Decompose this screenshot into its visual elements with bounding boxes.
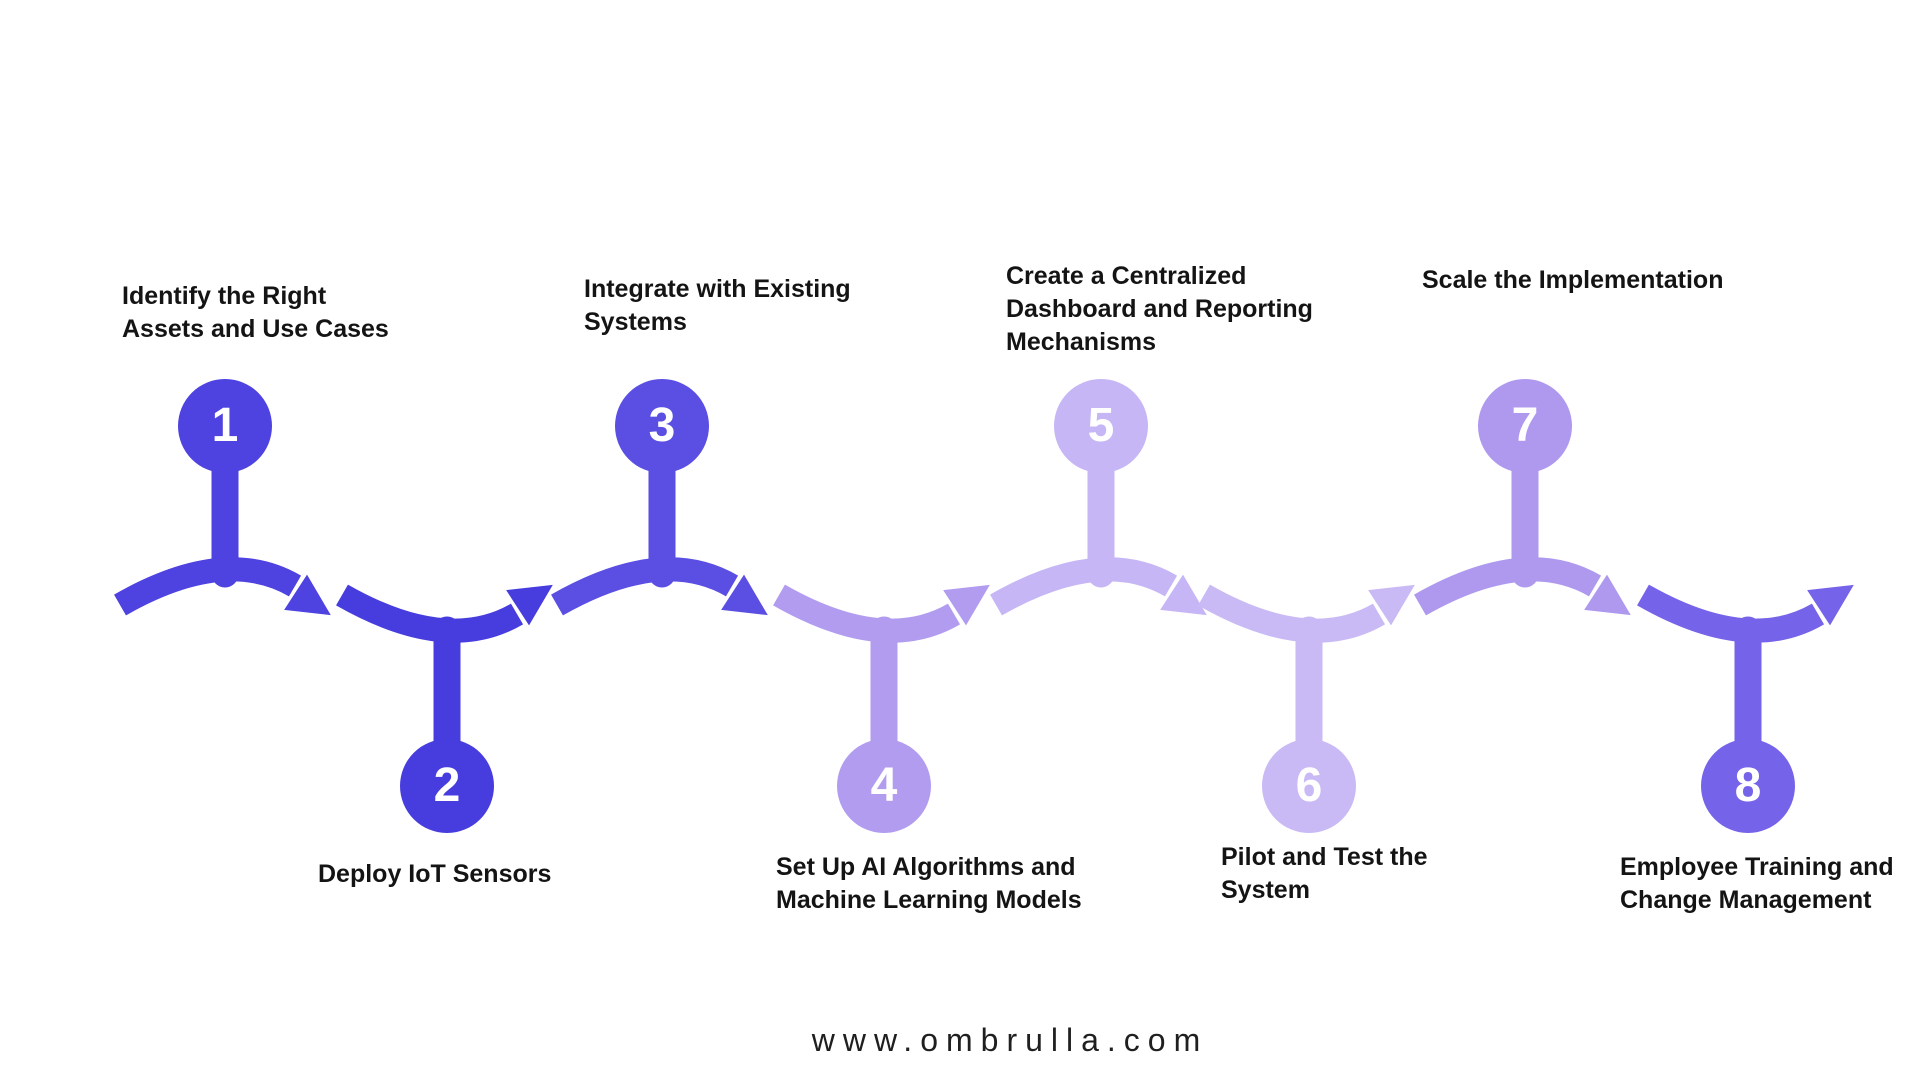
step-label-4: Set Up AI Algorithms and Machine Learnin…	[776, 853, 1082, 914]
step-label-8: Employee Training and Change Management	[1620, 853, 1894, 914]
step-circle-7: 7	[1478, 379, 1572, 473]
step-label-6: Pilot and Test the System	[1221, 843, 1428, 904]
step-number: 6	[1295, 759, 1323, 812]
step-number: 4	[870, 759, 898, 812]
step-label-1: Identify the Right Assets and Use Cases	[122, 282, 389, 343]
wave-segment	[773, 584, 961, 643]
step-number: 8	[1734, 759, 1762, 812]
step-number: 7	[1511, 399, 1539, 452]
wave-segment	[551, 557, 739, 616]
arrowhead-icon	[943, 584, 990, 626]
step-number: 2	[433, 759, 461, 812]
step-label-5: Create a Centralized Dashboard and Repor…	[1006, 262, 1313, 356]
step-number: 1	[211, 399, 239, 452]
wave-segment	[1637, 584, 1825, 643]
step-circle-4: 4	[837, 739, 931, 833]
wave-segment	[1198, 584, 1386, 643]
wave-segment	[114, 557, 302, 616]
website-watermark: www.ombrulla.com	[811, 1022, 1209, 1058]
arrowhead-icon	[721, 574, 768, 616]
step-circle-2: 2	[400, 739, 494, 833]
wave-segment	[990, 557, 1178, 616]
step-circle-8: 8	[1701, 739, 1795, 833]
step-circle-6: 6	[1262, 739, 1356, 833]
step-label-3: Integrate with Existing Systems	[584, 275, 851, 336]
arrowhead-icon	[1807, 584, 1854, 626]
arrowhead-icon	[1584, 574, 1631, 616]
step-circle-3: 3	[615, 379, 709, 473]
arrowhead-icon	[1160, 574, 1207, 616]
step-number: 3	[648, 399, 676, 452]
step-circle-1: 1	[178, 379, 272, 473]
step-label-2: Deploy IoT Sensors	[318, 860, 552, 888]
step-circle-5: 5	[1054, 379, 1148, 473]
arrowhead-icon	[1368, 584, 1415, 626]
arrowhead-icon	[284, 574, 331, 616]
arrowhead-icon	[506, 584, 553, 626]
step-number: 5	[1087, 399, 1115, 452]
step-label-7: Scale the Implementation	[1422, 266, 1724, 294]
wave-segment	[1414, 557, 1602, 616]
wave-segment	[336, 584, 524, 643]
